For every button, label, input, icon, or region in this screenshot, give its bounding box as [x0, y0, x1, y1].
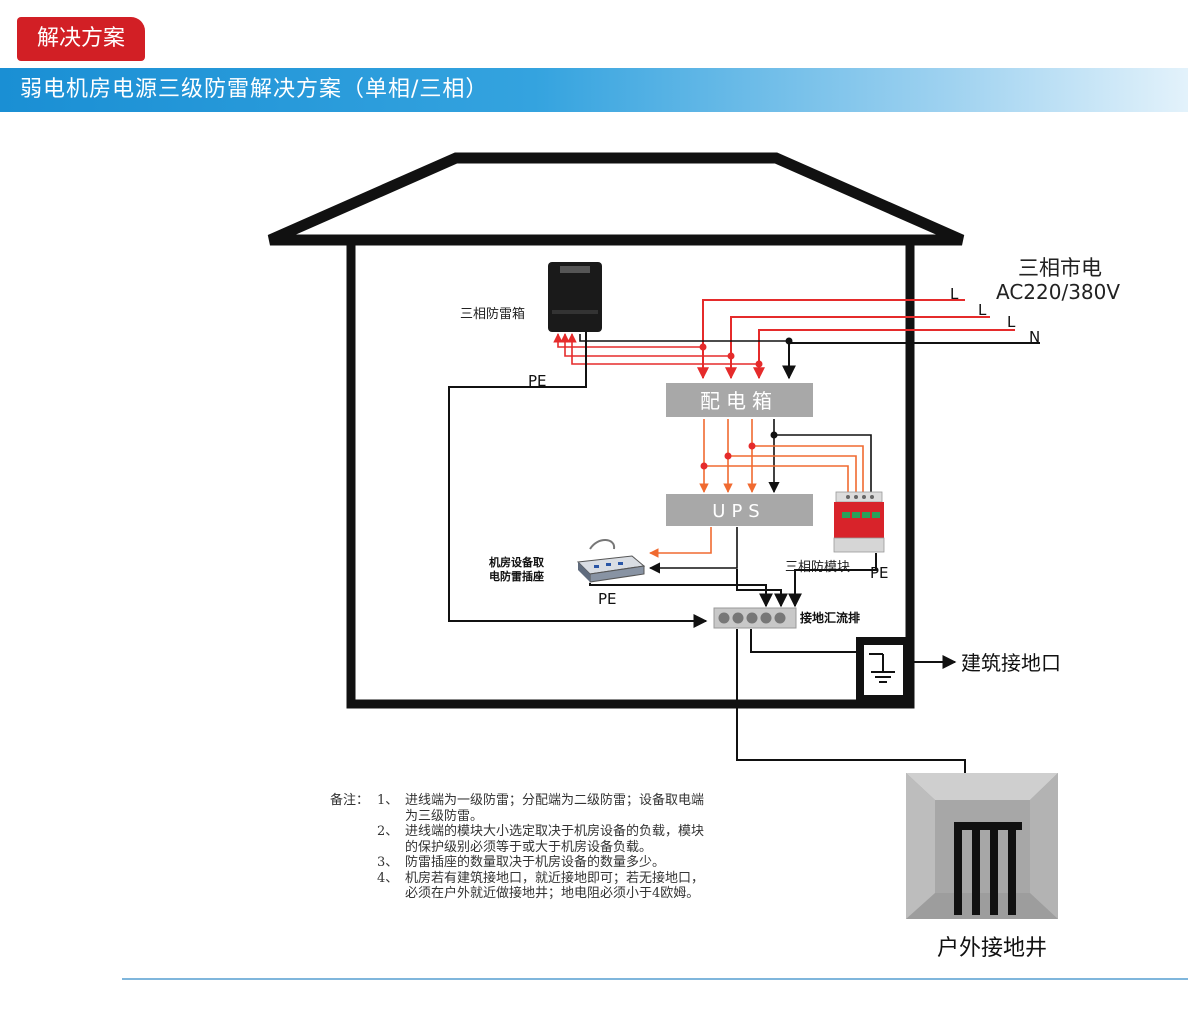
mains-lines [697, 299, 1040, 380]
house-outline [267, 152, 965, 709]
note-text: 进线端的模块大小选定取决于机房设备的负载，模块的保护级别必须等于或大于机房设备负… [405, 824, 705, 855]
note-number: 2、 [377, 824, 399, 839]
ups-to-socket-lines [648, 527, 738, 574]
title-banner: 弱电机房电源三级防雷解决方案（单相/三相） [0, 68, 1188, 112]
note-text: 进线端为一级防雷；分配端为二级防雷；设备取电端为三级防雷。 [405, 793, 705, 824]
pe-label-socket: PE [598, 590, 617, 608]
pe-label-module: PE [870, 564, 889, 582]
mains-voltage: AC220/380V [996, 280, 1120, 304]
note-number: 1、 [377, 793, 399, 808]
bottom-divider [122, 978, 1188, 980]
page-title: 弱电机房电源三级防雷解决方案（单相/三相） [20, 77, 489, 102]
note-item: 1、 进线端为一级防雷；分配端为二级防雷；设备取电端为三级防雷。 [377, 793, 710, 824]
socket-label-line2: 电防雷插座 [489, 569, 544, 583]
mains-title: 三相市电 [1018, 256, 1102, 280]
socket-label-line1: 机房设备取 [489, 555, 544, 569]
three-phase-spd-box [548, 262, 602, 332]
ground-busbar [713, 607, 797, 629]
line-label-l3: L [1007, 313, 1016, 331]
line-label-n: N [1029, 328, 1040, 346]
distribution-box: 配电箱 [666, 383, 813, 417]
ups-label: UPS [712, 501, 765, 522]
spd-box-wiring [448, 332, 793, 628]
building-ground-port [856, 637, 911, 703]
note-item: 2、 进线端的模块大小选定取决于机房设备的负载，模块的保护级别必须等于或大于机房… [377, 824, 710, 855]
distribution-branch-lines [699, 419, 872, 494]
ups-box: UPS [666, 494, 813, 526]
line-label-l2: L [978, 301, 987, 319]
building-ground-label: 建筑接地口 [961, 651, 1061, 675]
spd-box-label: 三相防雷箱 [460, 306, 525, 322]
pe-label-spd: PE [528, 372, 547, 390]
note-item: 4、 机房若有建筑接地口，就近接地即可；若无接地口，必须在户外就近做接地井；地电… [377, 871, 710, 902]
outdoor-ground-well [906, 773, 1058, 919]
notes-label: 备注： [330, 793, 370, 808]
note-item: 3、 防雷插座的数量取决于机房设备的数量多少。 [377, 855, 710, 871]
outdoor-well-label: 户外接地井 [937, 936, 1047, 961]
note-text: 机房若有建筑接地口，就近接地即可；若无接地口，必须在户外就近做接地井；地电阻必须… [405, 870, 705, 902]
notes-block: 备注： 1、 进线端为一级防雷；分配端为二级防雷；设备取电端为三级防雷。 2、 … [330, 793, 710, 902]
note-number: 4、 [377, 870, 399, 886]
three-phase-protection-module [833, 491, 885, 553]
busbar-label: 接地汇流排 [800, 610, 860, 625]
distribution-box-label: 配电箱 [700, 389, 778, 413]
solution-tag: 解决方案 [17, 17, 145, 61]
note-number: 3、 [377, 855, 399, 870]
line-label-l1: L [950, 285, 959, 303]
surge-protection-socket [576, 539, 646, 583]
note-text: 防雷插座的数量取决于机房设备的数量多少。 [405, 855, 666, 870]
